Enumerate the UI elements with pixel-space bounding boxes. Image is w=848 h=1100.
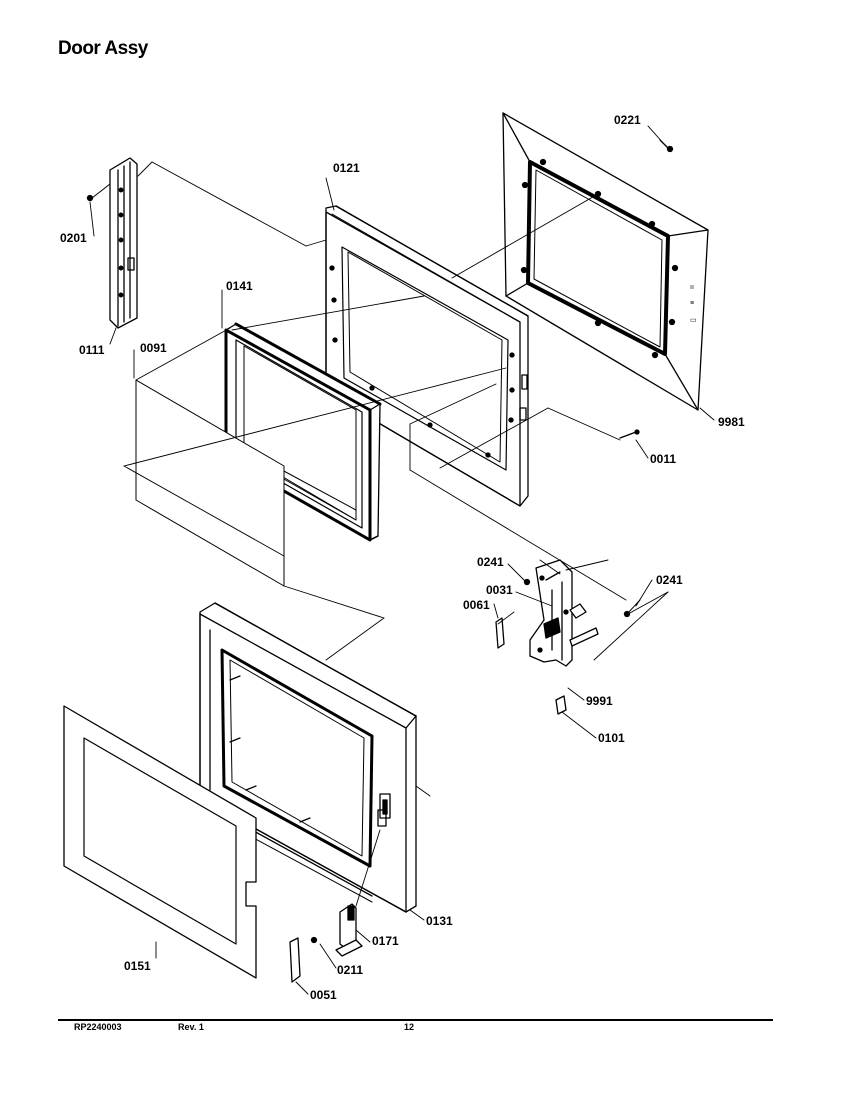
page-number: 12 <box>404 1022 415 1032</box>
label-9981: 9981 <box>718 415 745 429</box>
page-title: Door Assy <box>58 38 148 59</box>
label-0221: 0221 <box>614 113 641 127</box>
svg-text:▭: ▭ <box>690 317 697 324</box>
front-glass-0151 <box>63 705 257 979</box>
assembly-guide-lines <box>123 161 669 907</box>
svg-text:≡: ≡ <box>690 300 694 307</box>
label-0051: 0051 <box>310 988 337 1002</box>
label-0151: 0151 <box>124 959 151 973</box>
label-0241-left: 0241 <box>477 555 504 569</box>
label-0141: 0141 <box>226 279 253 293</box>
footer-rule <box>58 1019 773 1021</box>
outer-door-panel-0221: ıı ≡ ▭ <box>502 112 709 411</box>
label-0091: 0091 <box>140 341 167 355</box>
label-0211: 0211 <box>337 963 363 977</box>
label-0031: 0031 <box>486 583 513 597</box>
leader-lines <box>89 125 715 995</box>
part-labels: 0221 0121 0201 0141 0111 0091 9981 0011 … <box>60 113 745 1002</box>
label-0121: 0121 <box>333 161 360 175</box>
label-0061: 0061 <box>463 598 490 612</box>
label-0131: 0131 <box>426 914 453 928</box>
doc-number: RP2240003 <box>74 1022 122 1032</box>
label-0171: 0171 <box>372 934 399 948</box>
label-0201: 0201 <box>60 231 87 245</box>
hinge-assembly-9991 <box>495 429 641 715</box>
label-0241-right: 0241 <box>656 573 683 587</box>
svg-text:ıı: ıı <box>690 284 694 291</box>
handle-hardware <box>289 903 363 983</box>
label-0101: 0101 <box>598 731 625 745</box>
label-9991: 9991 <box>586 694 613 708</box>
door-body-0131 <box>199 602 417 913</box>
label-0111: 0111 <box>79 343 105 357</box>
label-0011: 0011 <box>650 452 676 466</box>
hinge-bracket-0111 <box>86 157 138 329</box>
revision: Rev. 1 <box>178 1022 204 1032</box>
